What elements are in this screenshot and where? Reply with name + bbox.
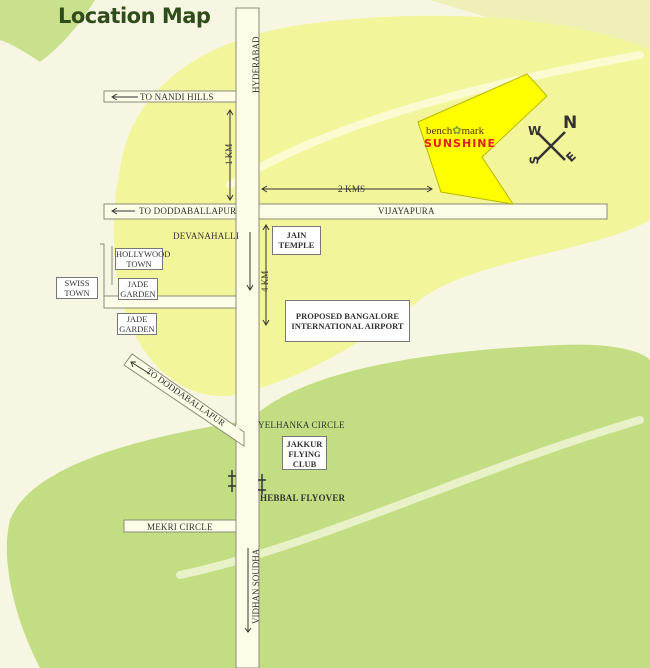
landmark-jade-garden-1: JADE GARDEN xyxy=(118,278,158,300)
label-mekri-circle: MEKRI CIRCLE xyxy=(147,522,213,532)
label-hyderabad: HYDERABAD xyxy=(251,36,261,93)
green-leaf xyxy=(6,344,650,668)
compass-west: W xyxy=(528,124,542,138)
label-devanahalli: DEVANAHALLI xyxy=(173,231,240,241)
label-4-km: 4 KM xyxy=(260,270,270,292)
road-vijayapura xyxy=(103,203,608,220)
palm-icon: ✿ xyxy=(452,125,462,137)
landmark-airport: PROPOSED BANGALORE INTERNATIONAL AIRPORT xyxy=(285,300,410,342)
compass-north: N xyxy=(563,113,578,133)
project-name: SUNSHINE xyxy=(424,137,497,150)
label-vidhan-soudha: VIDHAN SOUDHA xyxy=(251,548,261,624)
arrows xyxy=(111,93,433,633)
road-doddaballapur-diagonal xyxy=(123,353,245,447)
landmark-jain-temple: JAIN TEMPLE xyxy=(272,226,321,255)
flyover-marks xyxy=(228,470,266,494)
top-left-leaf xyxy=(0,0,95,62)
label-doddaballapur-1: TO DODDABALLAPUR xyxy=(139,206,237,216)
label-hebbal-flyover: HEBBAL FLYOVER xyxy=(260,493,346,503)
leaf-vein-upper xyxy=(226,51,644,189)
label-vijayapura: VIJAYAPURA xyxy=(378,206,435,216)
landmark-hollywood-town: HOLLYWOOD TOWN xyxy=(115,248,171,270)
label-nandi-hills: TO NANDI HILLS xyxy=(140,92,214,102)
landmark-swiss-town: SWISS TOWN xyxy=(56,277,98,299)
landmark-jakkur-flying-club: JAKKUR FLYING CLUB xyxy=(282,436,327,470)
site-plot xyxy=(417,73,548,205)
brand-logo: bench✿mark xyxy=(426,125,485,137)
label-1-km: 1 KM xyxy=(224,143,234,165)
page-title: Location Map xyxy=(58,4,211,28)
landmark-jade-garden-2: JADE GARDEN xyxy=(117,313,157,335)
label-yelahanka-circle: YELHANKA CIRCLE xyxy=(258,420,345,430)
compass-icon xyxy=(536,131,566,161)
road-hyderabad-vidhan-soudha xyxy=(235,7,260,668)
road-left-loop xyxy=(100,243,113,300)
compass-south: S xyxy=(527,155,542,165)
label-2-kms: 2 KMS xyxy=(338,184,366,194)
